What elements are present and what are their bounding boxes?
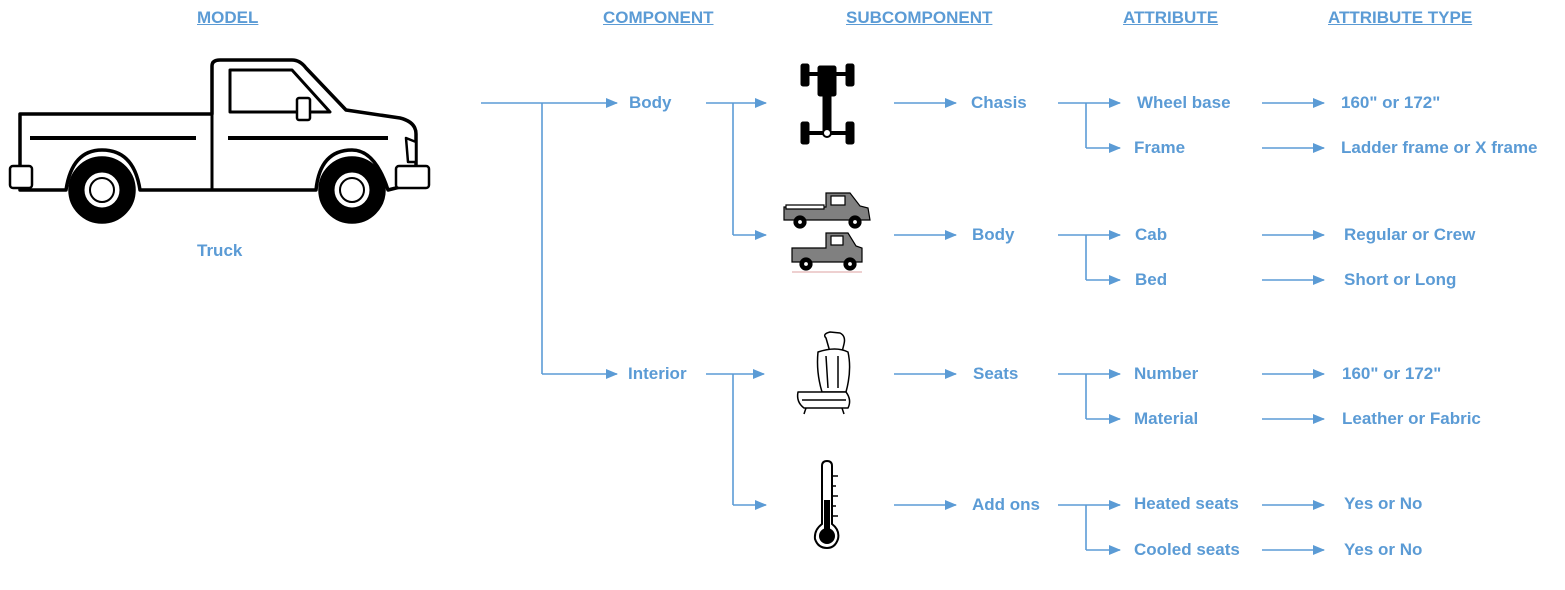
model-label: Truck xyxy=(197,241,243,260)
attribute-wheel-base: Wheel base xyxy=(1137,93,1231,112)
subcomponent-seats: Seats xyxy=(973,364,1019,383)
subcomponent-body: Body xyxy=(972,225,1015,244)
type-cab: Regular or Crew xyxy=(1344,225,1476,244)
attribute-number: Number xyxy=(1134,364,1199,383)
attribute-bed: Bed xyxy=(1135,270,1168,289)
header-component: COMPONENT xyxy=(603,8,714,27)
header-attribute: ATTRIBUTE xyxy=(1123,8,1219,27)
attribute-frame: Frame xyxy=(1134,138,1186,157)
component-interior: Interior xyxy=(628,364,687,383)
subcomponent-addons: Add ons xyxy=(972,495,1040,514)
attribute-heated-seats: Heated seats xyxy=(1134,494,1239,513)
type-wheel-base: 160" or 172" xyxy=(1341,93,1441,112)
header-model: MODEL xyxy=(197,8,259,27)
type-heated-seats: Yes or No xyxy=(1344,494,1423,513)
type-material: Leather or Fabric xyxy=(1342,409,1481,428)
component-body: Body xyxy=(629,93,672,112)
attribute-cooled-seats: Cooled seats xyxy=(1134,540,1240,559)
attribute-cab: Cab xyxy=(1135,225,1168,244)
type-frame: Ladder frame or X frame xyxy=(1341,138,1538,157)
type-cooled-seats: Yes or No xyxy=(1344,540,1423,559)
attribute-material: Material xyxy=(1134,409,1199,428)
header-attribute-type: ATTRIBUTE TYPE xyxy=(1328,8,1473,27)
truck-body-icon xyxy=(783,192,871,273)
chassis-icon xyxy=(800,63,855,145)
pickup-truck-icon xyxy=(8,58,431,224)
thermometer-icon xyxy=(813,459,840,550)
type-bed: Short or Long xyxy=(1344,270,1457,289)
type-number: 160" or 172" xyxy=(1342,364,1442,383)
header-subcomponent: SUBCOMPONENT xyxy=(846,8,993,27)
car-seat-icon xyxy=(796,331,851,415)
subcomponent-chasis: Chasis xyxy=(971,93,1027,112)
